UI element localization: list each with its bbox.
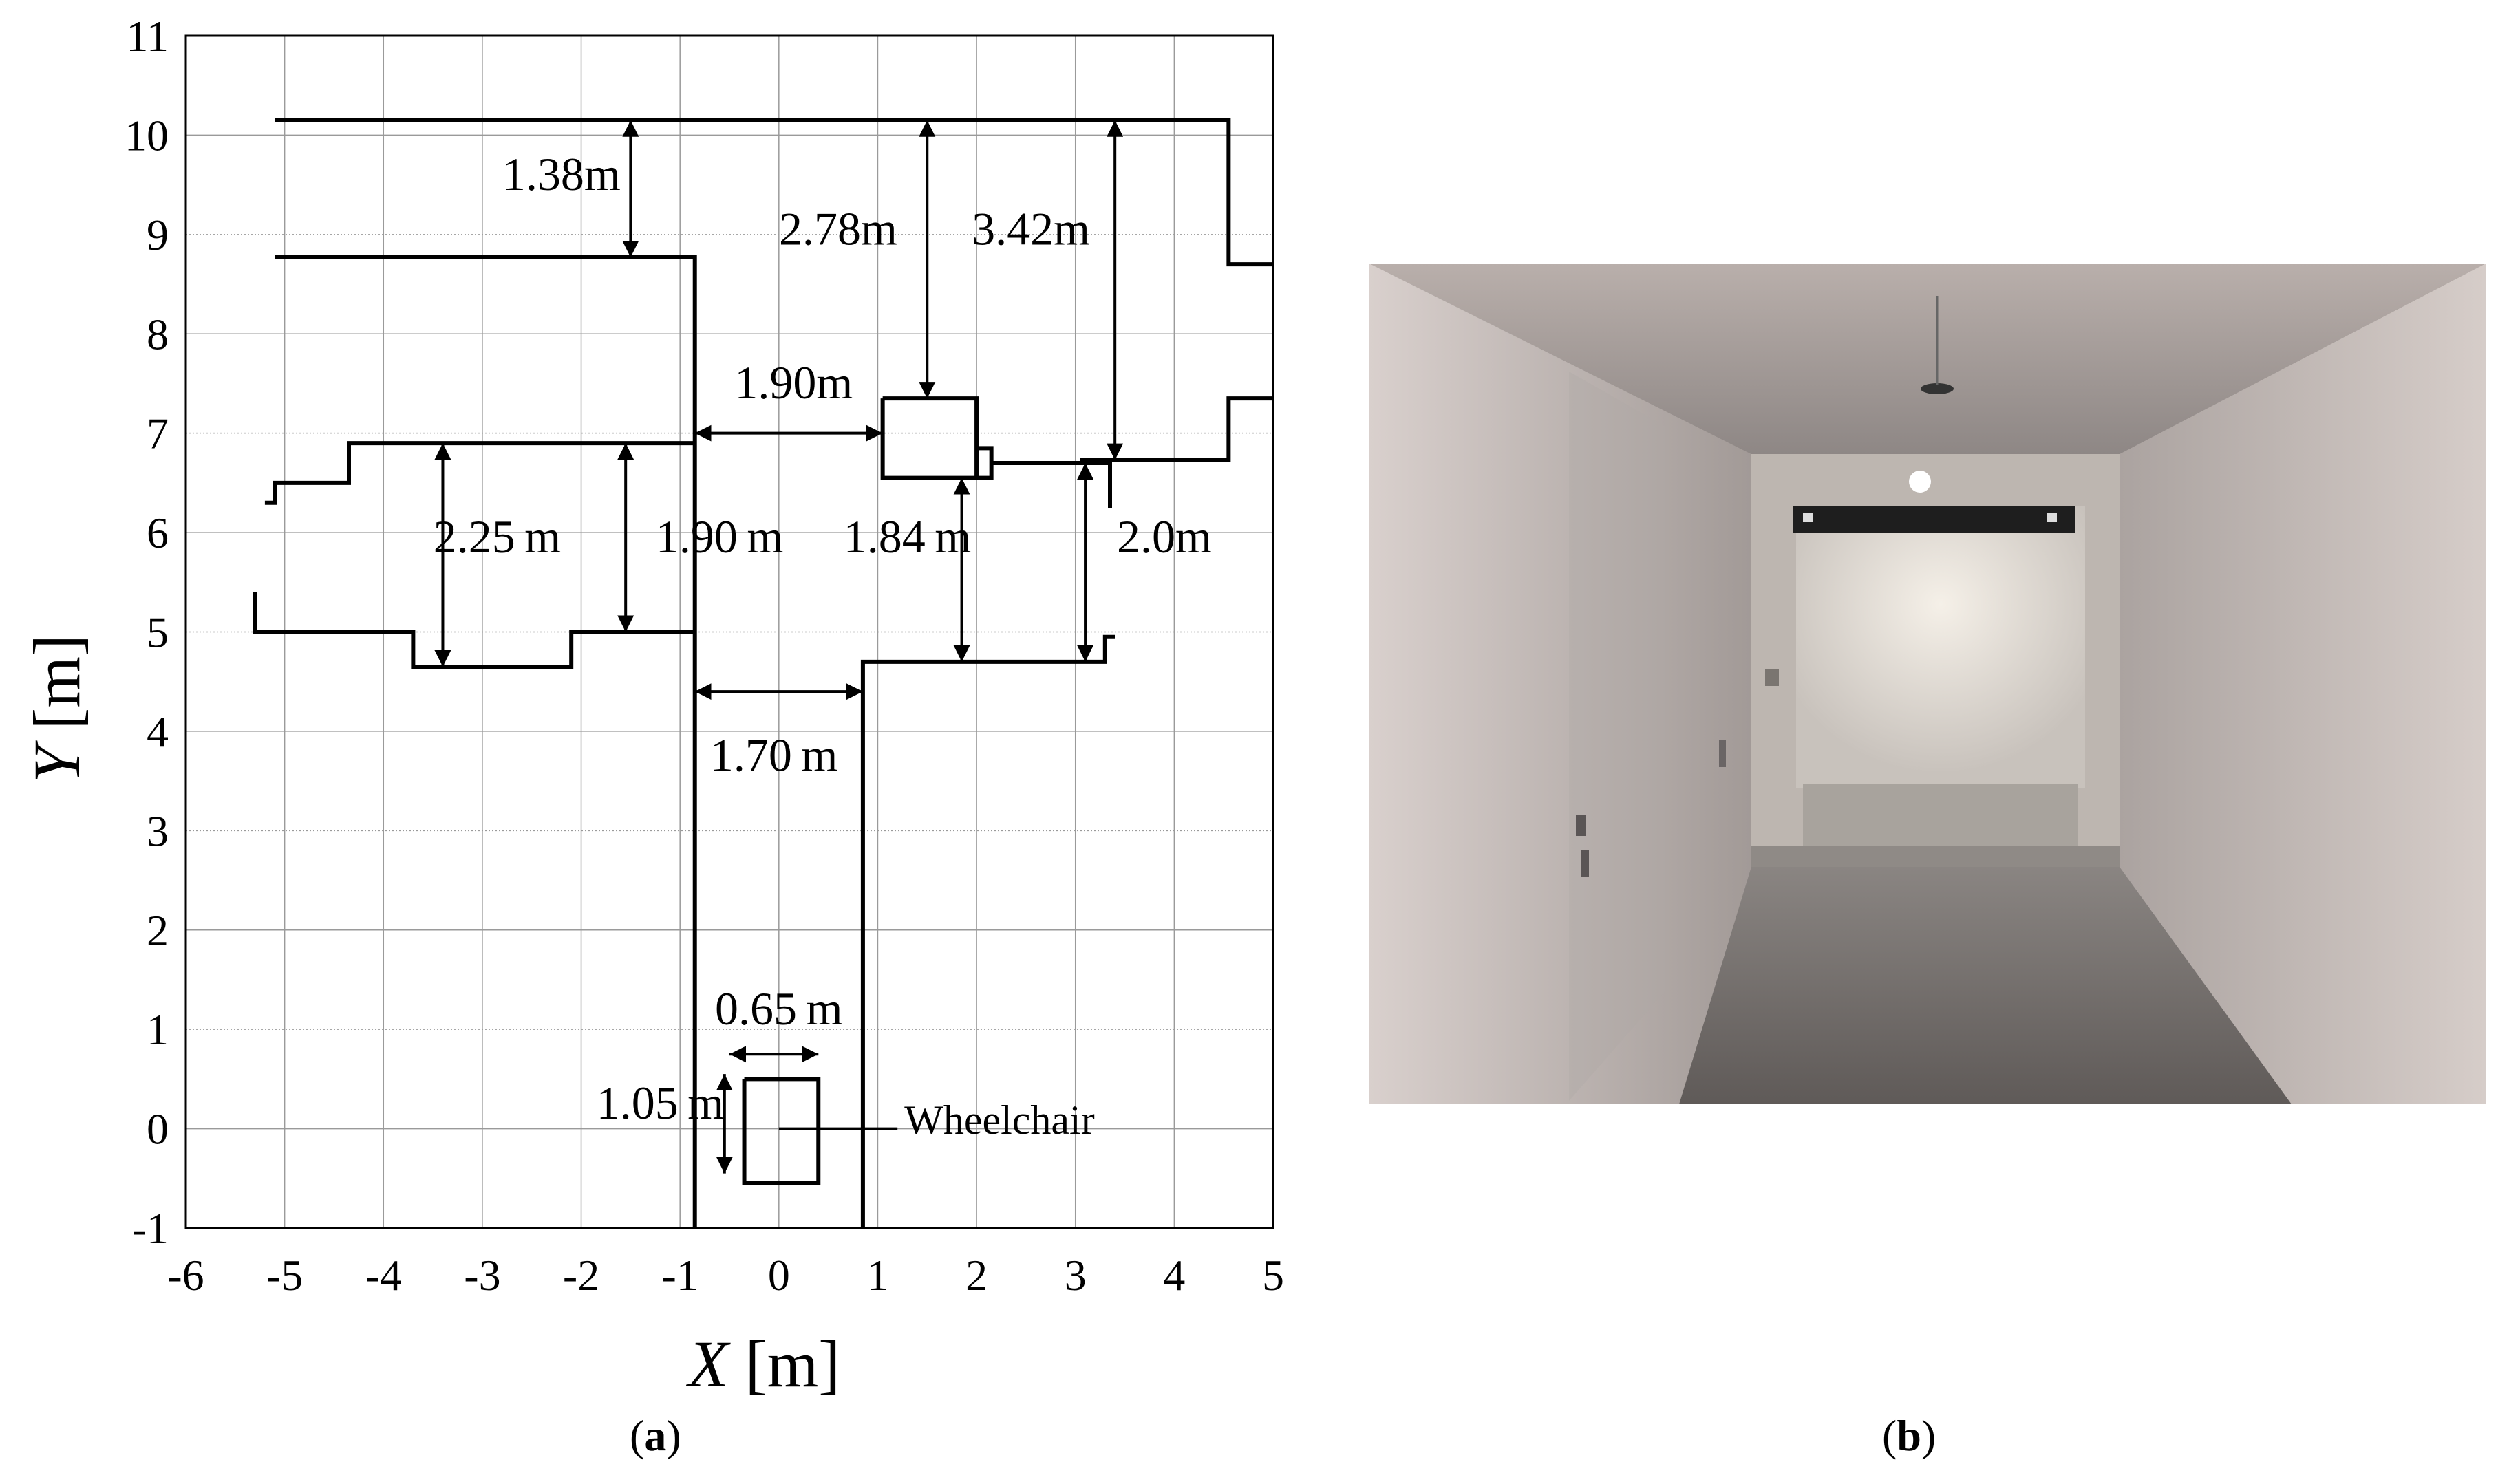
x-tick-label: -4 [365, 1251, 402, 1300]
x-tick-label: -2 [563, 1251, 599, 1300]
mid-right-wall-2 [991, 460, 1112, 508]
x-tick-label: 4 [1163, 1251, 1185, 1300]
x-axis-unit: [m] [745, 1327, 841, 1401]
dimension-label: 2.78m [779, 202, 897, 255]
corridor-photo [1369, 264, 2486, 1104]
y-tick-label: 0 [147, 1105, 169, 1154]
y-tick-label: 4 [147, 707, 169, 756]
y-tick-label: 2 [147, 906, 169, 955]
panel-label-a: (a) [630, 1411, 681, 1460]
y-tick-label: -1 [132, 1204, 169, 1253]
dimension-label: 1.84 m [844, 510, 972, 563]
x-tick-label: 1 [866, 1251, 888, 1300]
dimension-label: 1.05 m [597, 1077, 725, 1129]
x-axis-title: X[m] [685, 1327, 840, 1401]
dimension-label: 3.42m [972, 202, 1090, 255]
mid-left-wall [264, 441, 695, 505]
walls [253, 118, 1273, 1228]
floor-plan-chart: -6 -5 -4 -3 -2 -1 0 1 2 3 4 5 -1 0 1 2 3 4 5 6 7 8 9 10 11 1.38… [20, 12, 1284, 1401]
panel-label-b: (b) [1882, 1411, 1936, 1460]
x-tick-label: -5 [266, 1251, 303, 1300]
y-tick-label: 11 [126, 12, 169, 61]
y-tick-labels: -1 0 1 2 3 4 5 6 7 8 9 10 11 [125, 12, 169, 1253]
dimension-label: 0.65 m [715, 982, 843, 1035]
x-tick-label: -6 [167, 1251, 204, 1300]
dimension-label: 1.38m [502, 148, 621, 200]
x-tick-label: 5 [1262, 1251, 1284, 1300]
y-tick-label: 3 [147, 806, 169, 855]
x-axis-symbol: X [685, 1327, 731, 1401]
x-tick-label: -3 [464, 1251, 500, 1300]
dimension-label: 1.90 m [656, 510, 784, 563]
panel-label-a-letter: a [644, 1411, 667, 1460]
lower-left-wall [253, 592, 695, 669]
dimension-label: Wheelchair [904, 1097, 1094, 1143]
x-tick-label: -1 [662, 1251, 698, 1300]
y-axis-unit: [m] [20, 634, 94, 730]
y-axis-symbol: Y [20, 740, 94, 783]
y-tick-label: 7 [147, 409, 169, 458]
top-wall [275, 118, 1273, 267]
y-tick-label: 1 [147, 1005, 169, 1054]
right-corridor-wall [860, 634, 1115, 1228]
dimension-label: 2.25 m [434, 510, 562, 563]
x-tick-label: 0 [768, 1251, 790, 1300]
dimension-label: 1.70 m [710, 729, 838, 782]
x-tick-label: 3 [1065, 1251, 1087, 1300]
y-tick-label: 8 [147, 310, 169, 358]
mid-right-wall [976, 446, 994, 480]
dimension-label: 1.90m [734, 356, 853, 409]
x-tick-label: 2 [965, 1251, 988, 1300]
x-tick-labels: -6 -5 -4 -3 -2 -1 0 1 2 3 4 5 [167, 1251, 1284, 1300]
plot-frame [184, 34, 1274, 1229]
y-tick-label: 9 [147, 211, 169, 259]
wheelchair [742, 1077, 821, 1186]
y-tick-label: 10 [125, 111, 169, 160]
upper-left-wall [275, 255, 697, 1228]
dimension-label: 2.0m [1117, 510, 1212, 563]
right-upper-wall [1080, 396, 1273, 462]
dimension-annotations: 1.38m 2.78m 3.42m 1.90m 2.25 m 1.90 m 1.84 m 2.… [434, 120, 1212, 1174]
y-tick-label: 5 [147, 608, 169, 657]
y-tick-label: 6 [147, 508, 169, 557]
panel-label-b-letter: b [1897, 1411, 1921, 1460]
obstacle-box [880, 396, 979, 480]
y-axis-title: Y [m] [20, 634, 94, 783]
